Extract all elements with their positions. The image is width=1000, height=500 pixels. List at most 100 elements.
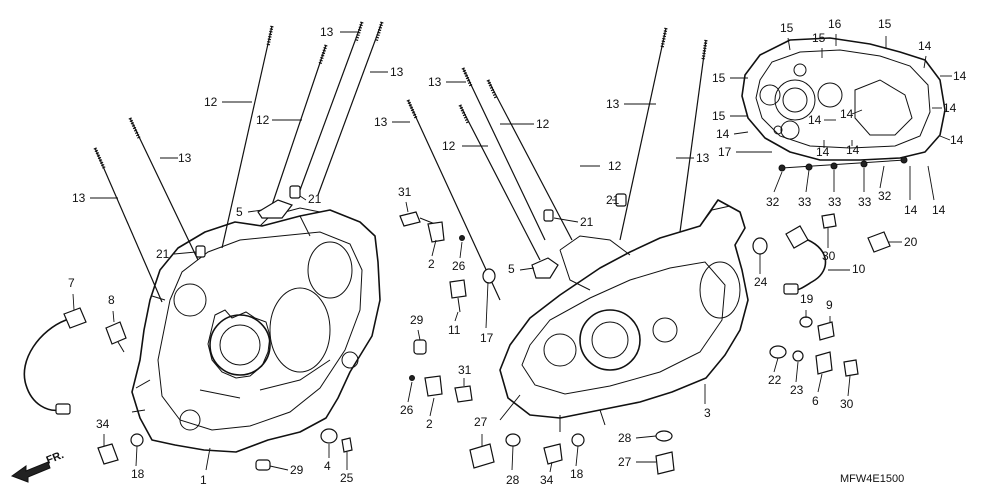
- part-callout-17: 17: [480, 331, 494, 345]
- part-callout-2: 2: [428, 257, 435, 271]
- part-callout-13: 13: [178, 151, 192, 165]
- leader-line-1: [205, 447, 211, 471]
- part-callout-13: 13: [374, 115, 388, 129]
- part-callout-12: 12: [204, 95, 218, 109]
- part-callout-14: 14: [716, 127, 730, 141]
- leader-line-6: [817, 373, 823, 393]
- part-callout-21: 21: [606, 193, 620, 207]
- leader-line-21: [299, 195, 307, 201]
- part-callout-14: 14: [932, 203, 946, 217]
- part-callout-13: 13: [696, 151, 710, 165]
- leader-line-5: [247, 209, 263, 213]
- leader-lines: [72, 31, 952, 473]
- leader-line-33: [805, 169, 810, 193]
- fittings: [23, 211, 891, 475]
- part-callout-5: 5: [236, 205, 243, 219]
- dowel-pins: [195, 185, 627, 258]
- part-callout-18: 18: [570, 467, 584, 481]
- leader-line-32: [773, 171, 783, 193]
- leader-line-11: [454, 311, 459, 322]
- leader-line-32: [879, 165, 885, 189]
- part-callout-29: 29: [410, 313, 424, 327]
- leader-line-21: [553, 217, 579, 223]
- part-callout-28: 28: [618, 431, 632, 445]
- leader-line-29: [417, 329, 421, 341]
- diagram-code: MFW4E1500: [840, 473, 904, 485]
- part-callout-12: 12: [536, 117, 550, 131]
- part-callout-18: 18: [131, 467, 145, 481]
- part-callout-32: 32: [878, 189, 892, 203]
- front-direction-label: FR.: [45, 449, 66, 467]
- leader-line-28: [511, 445, 514, 471]
- part-callout-21: 21: [580, 215, 594, 229]
- leader-line-17: [485, 281, 489, 329]
- part-callout-12: 12: [608, 159, 622, 173]
- part-callout-14: 14: [950, 133, 964, 147]
- part-callout-14: 14: [846, 143, 860, 157]
- leader-line-7: [72, 293, 75, 311]
- part-callout-28: 28: [506, 473, 520, 487]
- crankcase-cover: [741, 37, 946, 161]
- leader-line-34: [549, 461, 553, 473]
- leader-line-15: [787, 37, 791, 51]
- leader-line-31: [405, 201, 409, 213]
- part-callout-14: 14: [943, 101, 957, 115]
- part-callout-8: 8: [108, 293, 115, 307]
- part-callout-17: 17: [718, 145, 732, 159]
- part-callout-13: 13: [606, 97, 620, 111]
- leader-line-8: [112, 310, 115, 323]
- leader-line-28: [635, 435, 657, 439]
- part-callout-15: 15: [712, 71, 726, 85]
- part-callout-21: 21: [156, 247, 170, 261]
- part-callout-27: 27: [474, 415, 488, 429]
- part-callout-12: 12: [256, 113, 270, 127]
- leader-line-23: [795, 361, 799, 383]
- part-callout-5: 5: [508, 262, 515, 276]
- leader-line-14: [939, 135, 951, 141]
- part-callout-29: 29: [290, 463, 304, 477]
- part-callout-15: 15: [878, 17, 892, 31]
- leader-line-26: [407, 381, 413, 403]
- leader-line-21: [173, 251, 197, 255]
- leader-line-5: [519, 267, 535, 271]
- part-callout-15: 15: [780, 21, 794, 35]
- leader-line-18: [135, 445, 138, 467]
- part-callout-21: 21: [308, 192, 322, 206]
- part-callout-3: 3: [704, 406, 711, 420]
- part-callout-4: 4: [324, 459, 331, 473]
- clips: [257, 199, 559, 279]
- part-callout-13: 13: [390, 65, 404, 79]
- leader-line-14: [923, 55, 927, 69]
- part-callout-15: 15: [812, 31, 826, 45]
- part-callout-11: 11: [448, 323, 461, 337]
- part-callout-31: 31: [458, 363, 472, 377]
- part-callout-23: 23: [790, 383, 804, 397]
- part-callout-30: 30: [840, 397, 854, 411]
- part-callout-2: 2: [426, 417, 433, 431]
- part-callout-19: 19: [800, 292, 814, 306]
- left-crankcase-half: [131, 207, 381, 453]
- leader-line-2: [429, 397, 435, 417]
- part-callout-14: 14: [904, 203, 918, 217]
- part-callout-14: 14: [840, 107, 854, 121]
- part-callout-15: 15: [712, 109, 726, 123]
- leader-line-30: [847, 375, 851, 397]
- part-callout-26: 26: [452, 259, 466, 273]
- part-callout-34: 34: [540, 473, 554, 487]
- part-callout-24: 24: [754, 275, 768, 289]
- part-callout-10: 10: [852, 262, 866, 276]
- part-callout-14: 14: [953, 69, 967, 83]
- leader-line-14: [851, 109, 863, 115]
- part-callout-6: 6: [812, 394, 819, 408]
- part-callout-13: 13: [320, 25, 334, 39]
- leader-line-22: [773, 357, 779, 373]
- part-callout-26: 26: [400, 403, 414, 417]
- part-callout-25: 25: [340, 471, 354, 485]
- part-callout-31: 31: [398, 185, 412, 199]
- leader-line-2: [431, 239, 437, 257]
- part-callout-13: 13: [428, 75, 442, 89]
- leader-line-14: [927, 165, 935, 201]
- part-callout-14: 14: [808, 113, 822, 127]
